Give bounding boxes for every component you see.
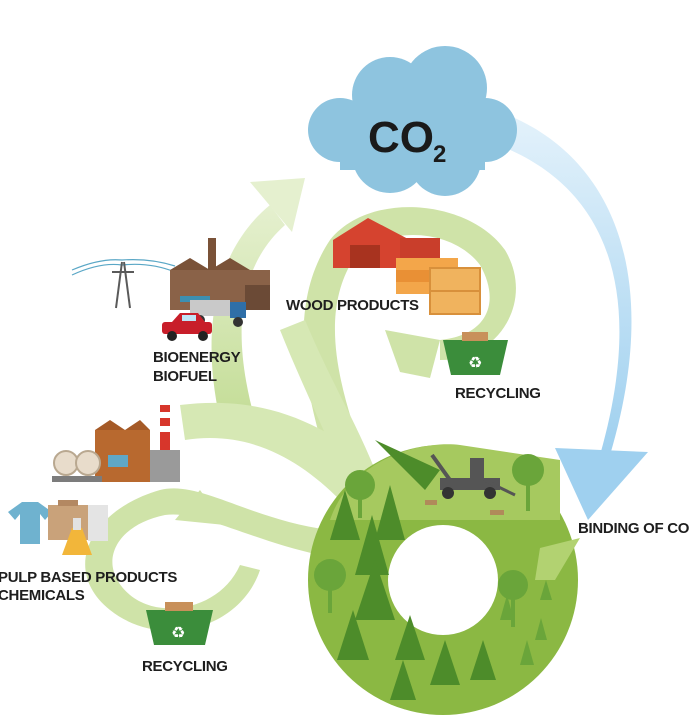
car-icon <box>162 313 212 341</box>
pulp-products-label: PULP BASED PRODUCTS <box>0 569 177 586</box>
pulp-products-icon <box>8 500 108 555</box>
recycling-bin-bottom-icon: ♻ <box>146 602 213 645</box>
binding-of-co2-label: BINDING OF CO <box>578 520 690 537</box>
recycling-bin-icon: ♻ <box>443 332 508 375</box>
wood-products-label: WOOD PRODUCTS <box>286 297 419 314</box>
svg-text:♻: ♻ <box>468 353 482 372</box>
pulp-factory-icon <box>95 405 180 482</box>
co2-subscript: 2 <box>433 141 446 168</box>
harvester-icon <box>375 440 516 515</box>
lumber-stack-icon <box>396 258 481 315</box>
co2-label: CO <box>368 113 434 162</box>
forest-trees <box>314 454 552 700</box>
power-line-icon <box>71 259 176 309</box>
svg-text:♻: ♻ <box>171 623 185 642</box>
paper-rolls-icon <box>52 450 102 482</box>
chemicals-label: CHEMICALS <box>0 587 85 604</box>
co2-binding-arrow <box>490 110 648 520</box>
bioenergy-label: BIOENERGY <box>153 349 241 366</box>
recycling-bottom-label: RECYCLING <box>142 658 228 675</box>
recycling-top-label: RECYCLING <box>455 385 541 402</box>
biofuel-label: BIOFUEL <box>153 368 217 385</box>
co2-cloud <box>308 46 517 196</box>
